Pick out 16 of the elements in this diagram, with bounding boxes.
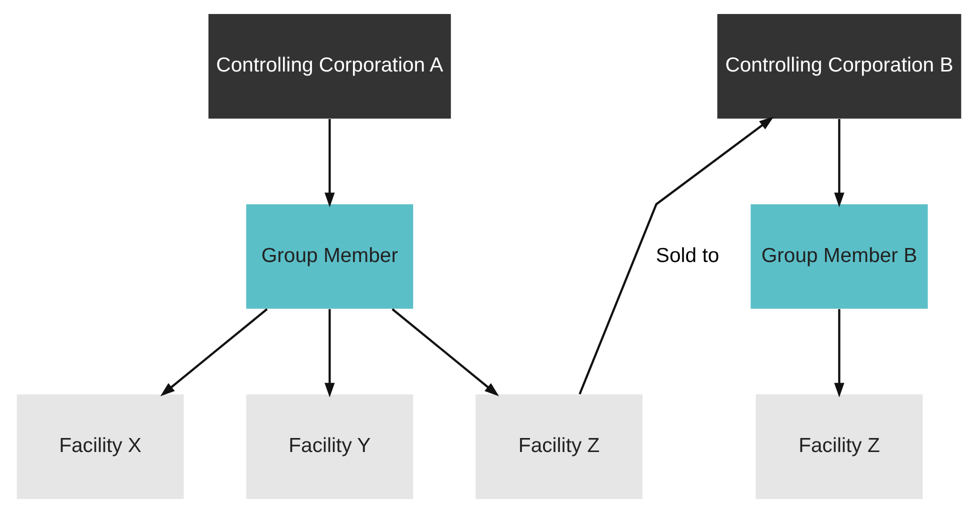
arrow <box>324 118 335 208</box>
node-box: Controlling Corporation A <box>208 14 451 119</box>
edge-label: Sold to <box>656 244 720 267</box>
node-box: Facility Y <box>246 394 414 499</box>
node-box: Controlling Corporation B <box>717 14 962 119</box>
arrow <box>324 309 335 398</box>
node-box: Facility Z <box>756 394 923 499</box>
node-box: Group Member <box>246 204 414 309</box>
node-box: Facility Z <box>476 394 643 499</box>
node-box: Facility X <box>16 394 184 499</box>
arrow <box>834 118 844 208</box>
arrow <box>392 308 499 396</box>
arrow <box>578 116 774 395</box>
arrow <box>160 308 268 396</box>
arrow <box>834 309 844 398</box>
node-box: Group Member B <box>750 204 928 309</box>
